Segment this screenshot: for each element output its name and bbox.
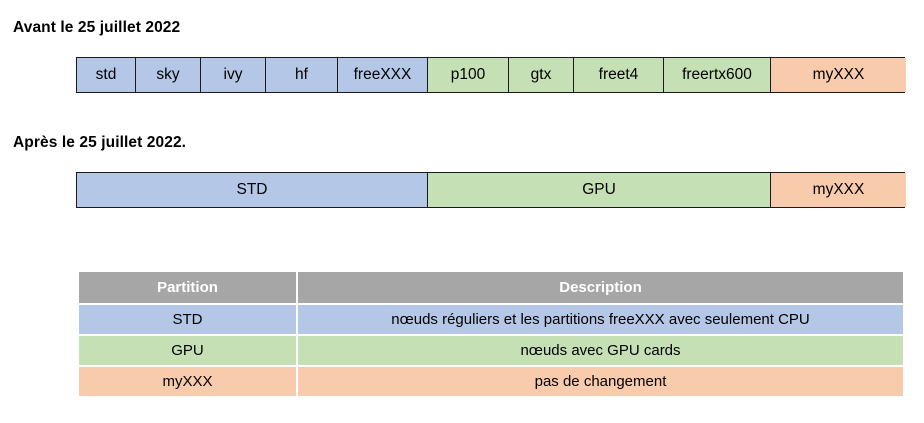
bar-before-cell-freertx600: freertx600 bbox=[664, 58, 771, 92]
heading-after-date: Après le 25 juillet 2022. bbox=[13, 134, 187, 151]
bar-before-cell-std: std bbox=[77, 58, 136, 92]
bar-after-cell-myxxx: myXXX bbox=[771, 173, 906, 207]
bar-before-cell-p100: p100 bbox=[428, 58, 509, 92]
bar-cell-label: ivy bbox=[223, 66, 243, 83]
bar-cell-label: freet4 bbox=[598, 66, 639, 83]
bar-cell-label: hf bbox=[295, 66, 308, 83]
bar-before-cell-freet4: freet4 bbox=[574, 58, 664, 92]
table-cell-description: pas de changement bbox=[298, 367, 903, 396]
bar-before-cell-ivy: ivy bbox=[201, 58, 266, 92]
table-header-row: Partition Description bbox=[79, 272, 903, 303]
column-header-partition: Partition bbox=[79, 272, 296, 303]
table-cell-partition: STD bbox=[79, 305, 296, 334]
bar-cell-label: myXXX bbox=[812, 66, 865, 83]
bar-cell-label: STD bbox=[236, 181, 268, 198]
bar-cell-label: gtx bbox=[530, 66, 552, 83]
bar-cell-label: myXXX bbox=[812, 181, 865, 198]
partition-bar-before: std sky ivy hf freeXXX p100 gtx freet4 freertx60… bbox=[76, 57, 906, 93]
table-cell-partition: myXXX bbox=[79, 367, 296, 396]
table-cell-description: nœuds avec GPU cards bbox=[298, 336, 903, 365]
bar-after-cell-std: STD bbox=[77, 173, 428, 207]
bar-cell-label: sky bbox=[156, 66, 180, 83]
bar-cell-label: GPU bbox=[582, 181, 616, 198]
bar-before-cell-sky: sky bbox=[136, 58, 201, 92]
bar-cell-label: freeXXX bbox=[353, 66, 412, 83]
bar-before-cell-hf: hf bbox=[266, 58, 338, 92]
bar-cell-label: freertx600 bbox=[682, 66, 752, 83]
bar-cell-label: std bbox=[95, 66, 117, 83]
bar-before-cell-freexxx: freeXXX bbox=[338, 58, 428, 92]
bar-after-cell-gpu: GPU bbox=[428, 173, 771, 207]
column-header-description: Description bbox=[298, 272, 903, 303]
table-cell-description: nœuds réguliers et les partitions freeXX… bbox=[298, 305, 903, 334]
bar-before-cell-gtx: gtx bbox=[509, 58, 574, 92]
bar-cell-label: p100 bbox=[450, 66, 486, 83]
bar-before-cell-myxxx: myXXX bbox=[771, 58, 906, 92]
partition-bar-after: STD GPU myXXX bbox=[76, 172, 906, 208]
heading-before-date: Avant le 25 juillet 2022 bbox=[13, 19, 181, 36]
table-cell-partition: GPU bbox=[79, 336, 296, 365]
